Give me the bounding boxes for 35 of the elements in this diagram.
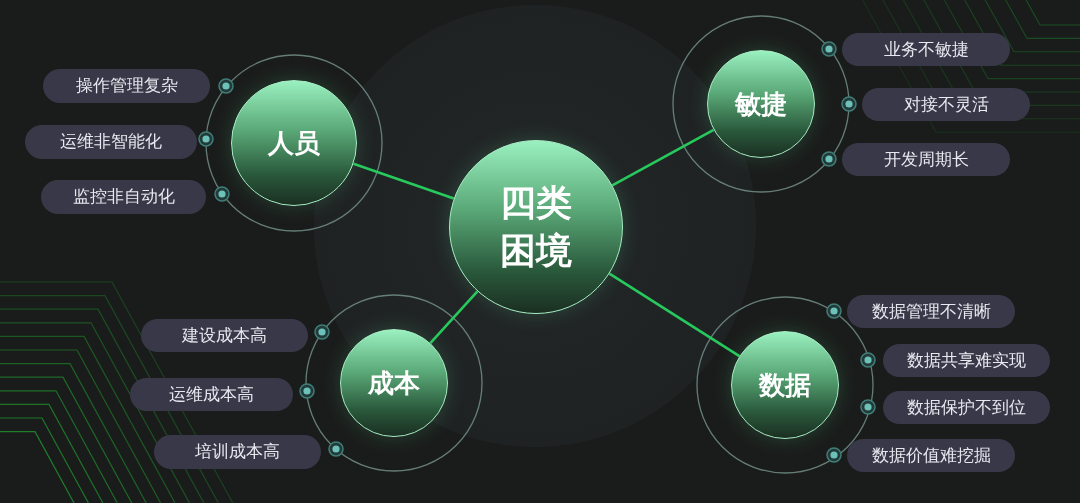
issue-pill [154,435,321,469]
issue-pill [847,439,1015,472]
issue-label: 运维非智能化 [60,131,162,153]
issue-pill [141,319,308,352]
topic-label: 人员 [268,127,320,159]
issue-label: 监控非自动化 [72,186,175,208]
issue-label: 业务不敏捷 [883,38,969,61]
issue-label: 数据管理不清晰 [871,300,991,323]
topic-label: 成本 [368,367,420,399]
issue-label: 建设成本高 [182,324,267,347]
connector-line [353,162,455,200]
issue-pill [43,69,210,103]
issue-pill [883,344,1050,377]
issue-pill [847,295,1015,328]
issue-label: 运维成本高 [169,383,254,406]
topic-label: 数据 [759,369,811,401]
connector-line [608,272,741,358]
issue-pill [883,391,1050,424]
hub-label: 四类困境 [499,181,573,273]
connector-line [611,128,715,187]
connector-line [429,290,479,344]
issue-pill [41,180,206,214]
issue-label: 培训成本高 [195,441,280,463]
issue-label: 对接不灵活 [903,93,989,116]
issue-pill [25,125,197,159]
issue-pill [842,33,1010,66]
topic-label: 敏捷 [735,88,787,120]
issue-pill [842,143,1010,176]
issue-pill [862,88,1030,121]
issue-label: 操作管理复杂 [75,75,178,97]
issue-pill [130,378,293,411]
issue-label: 数据价值难挖掘 [871,444,991,467]
issue-label: 数据保护不到位 [907,396,1026,419]
issue-label: 开发周期长 [883,148,969,171]
issue-label: 数据共享难实现 [907,349,1026,372]
